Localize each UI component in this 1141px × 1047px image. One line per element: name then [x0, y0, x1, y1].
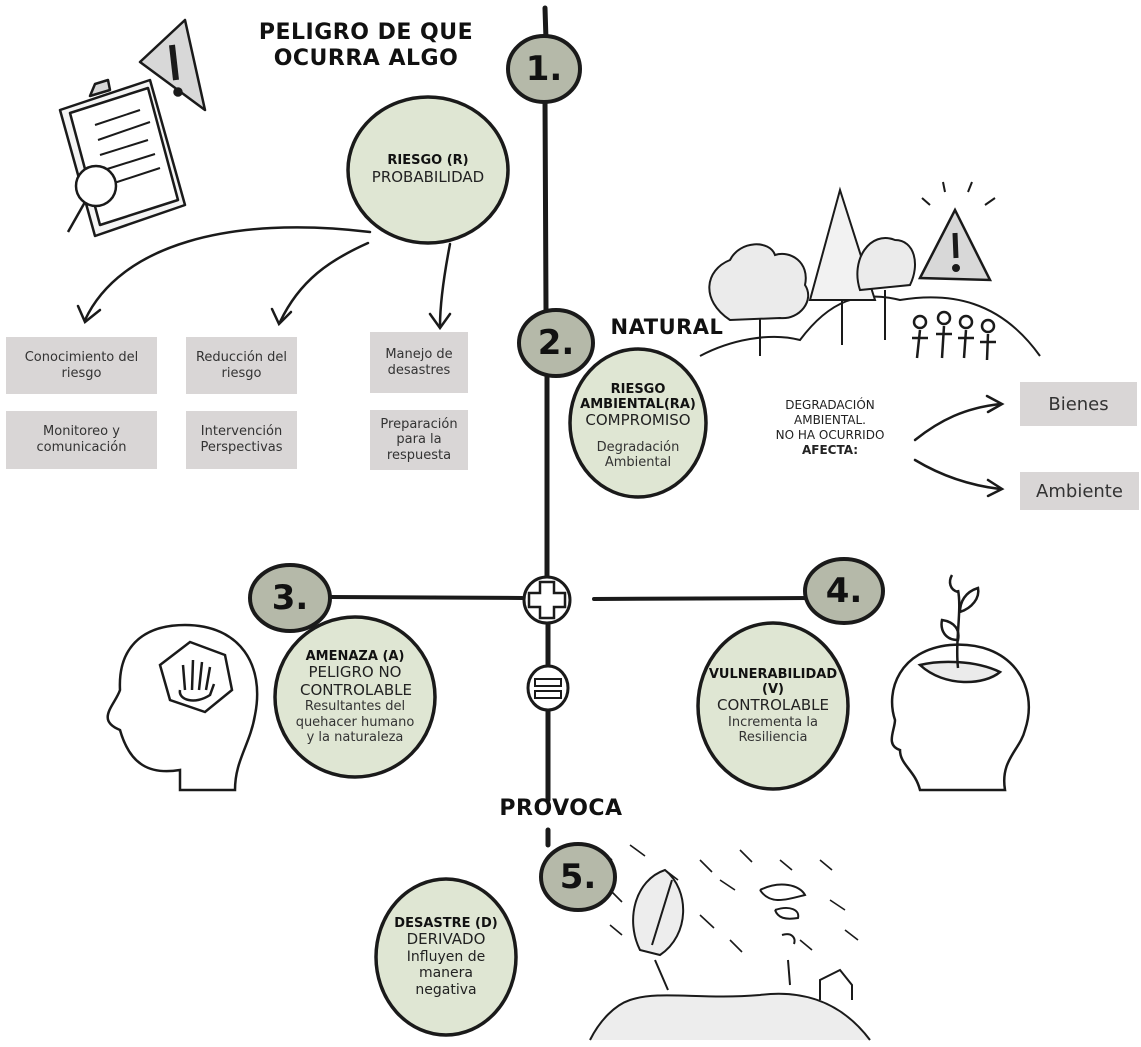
action-box-preparacion: Preparación para la respuesta [370, 410, 468, 470]
action-label: Preparación para la respuesta [380, 416, 458, 463]
action-label: Reducción del riesgo [195, 349, 288, 381]
riesgo-ambiental-detail: Degradación Ambiental [596, 439, 680, 471]
desastre-title: DESASTRE (D) [394, 915, 498, 931]
affect-box-bienes: Bienes [1020, 382, 1137, 426]
step-3-number: 3. [271, 578, 309, 618]
degradation-note: DEGRADACIÓN AMBIENTAL. NO HA OCURRIDO AF… [748, 398, 912, 458]
provoca-label: PROVOCA [499, 796, 623, 821]
riesgo-ambiental-circle: RIESGO AMBIENTAL(RA) COMPROMISO Degradac… [570, 352, 706, 500]
amenaza-title: AMENAZA (A) [305, 648, 405, 664]
amenaza-circle: AMENAZA (A) PELIGRO NO CONTROLABLE Resul… [275, 617, 435, 777]
affect-label: Bienes [1048, 393, 1109, 415]
storm-landscape-icon [589, 844, 871, 1041]
step-1-number: 1. [525, 49, 563, 89]
action-box-manejo: Manejo de desastres [370, 332, 468, 393]
amenaza-subtitle: PELIGRO NO CONTROLABLE [300, 662, 412, 699]
affect-label: Ambiente [1036, 480, 1123, 502]
trees-people-warning-icon [699, 181, 1041, 361]
action-box-monitoreo: Monitoreo y comunicación [6, 411, 157, 469]
concept-circles [273, 95, 850, 1037]
desastre-subtitle: DERIVADO [406, 930, 486, 949]
amenaza-detail: Resultantes del quehacer humano y la nat… [295, 699, 415, 746]
action-box-intervencion: Intervención Perspectivas [186, 411, 297, 469]
riesgo-arrows [76, 226, 452, 331]
top-heading: PELIGRO DE QUE OCURRA ALGO [258, 20, 474, 71]
riesgo-ambiental-subtitle: COMPROMISO [585, 411, 691, 430]
vulnerabilidad-detail: Incrementa la Resiliencia [728, 714, 818, 746]
action-label: Intervención Perspectivas [200, 424, 283, 455]
riesgo-circle: RIESGO (R) PROBABILIDAD [348, 97, 508, 243]
vulnerabilidad-subtitle: CONTROLABLE [717, 696, 829, 715]
riesgo-subtitle: PROBABILIDAD [371, 167, 485, 186]
step-5-number: 5. [559, 857, 597, 897]
horizontal-axis [328, 595, 812, 601]
vertical-axis [542, 5, 551, 848]
action-box-conocimiento: Conocimiento del riesgo [6, 337, 157, 394]
equals-icon [526, 664, 570, 712]
step-4-number: 4. [825, 571, 863, 611]
riesgo-ambiental-title: RIESGO AMBIENTAL(RA) [580, 381, 696, 412]
clipboard-warning-icon [58, 18, 207, 238]
action-label: Monitoreo y comunicación [36, 424, 127, 455]
number-circles [248, 34, 885, 912]
affect-arrows [913, 394, 1005, 498]
degradation-line-3: AFECTA: [801, 443, 859, 457]
plus-icon [522, 575, 572, 625]
head-plant-icon [890, 574, 1031, 792]
vulnerabilidad-title: VULNERABILIDAD (V) [708, 666, 838, 697]
action-label: Manejo de desastres [385, 346, 453, 378]
step-2-number: 2. [537, 323, 575, 363]
natural-label: NATURAL [610, 315, 724, 339]
desastre-detail: Influyen de manera negativa [406, 948, 486, 998]
desastre-circle: DESASTRE (D) DERIVADO Influyen de manera… [376, 879, 516, 1035]
riesgo-title: RIESGO (R) [387, 153, 469, 169]
vulnerabilidad-circle: VULNERABILIDAD (V) CONTROLABLE Increment… [698, 623, 848, 789]
affect-box-ambiente: Ambiente [1020, 472, 1139, 510]
head-stop-hand-icon [106, 623, 259, 792]
degradation-line-2: NO HA OCURRIDO [775, 428, 885, 442]
action-label: Conocimiento del riesgo [24, 349, 139, 381]
action-box-reduccion: Reducción del riesgo [186, 337, 297, 394]
degradation-line-1: DEGRADACIÓN AMBIENTAL. [785, 398, 875, 427]
